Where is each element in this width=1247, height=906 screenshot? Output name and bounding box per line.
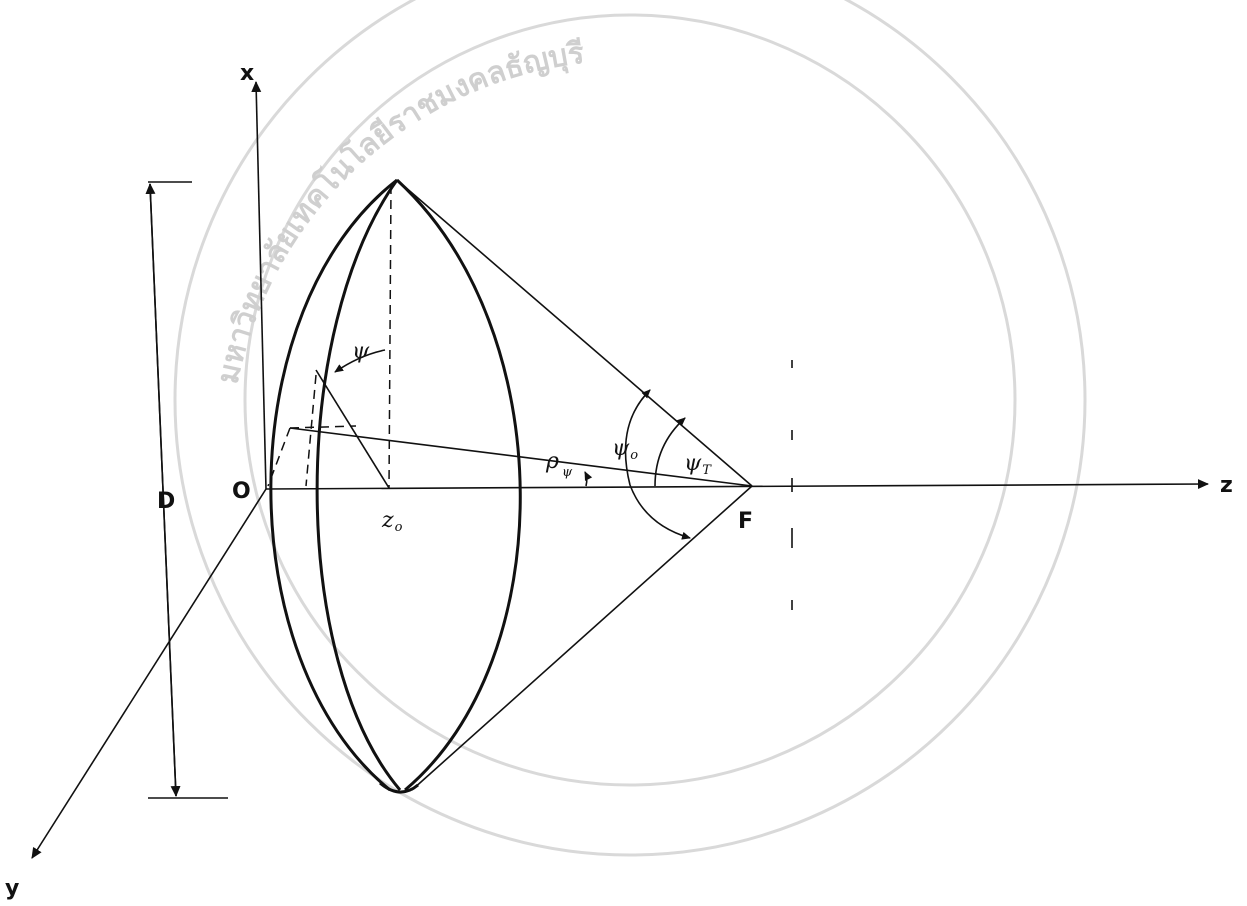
- psi0-label: ψo: [612, 436, 638, 463]
- focus-label: F: [738, 509, 753, 534]
- psi0-angle-arc-lower: [629, 484, 691, 540]
- x-axis: [251, 81, 267, 490]
- psiT-label: ψT: [684, 451, 712, 478]
- z0-label: zo: [381, 508, 403, 535]
- y-axis: [31, 488, 267, 859]
- psi0-angle-arc-upper: [624, 389, 651, 486]
- diameter-line-reverse: [149, 183, 181, 797]
- lens-left-outer-arc: [269, 178, 398, 792]
- seal-text: มหาวิทยาลัยเทคโนโลยีราชมงคลธัญบุรี: [211, 36, 587, 387]
- dashed-chord: [305, 374, 317, 487]
- cone-lower-edge: [411, 485, 753, 791]
- diameter-label: D: [157, 489, 175, 514]
- ray-rho-psi: [289, 427, 753, 487]
- psiT-angle-arc: [654, 417, 686, 487]
- psi-label: ψ: [352, 339, 370, 364]
- seal-inner-ring: [243, 13, 1017, 787]
- psi-angle-arc: [334, 349, 386, 373]
- lens-left-inner-arc: [315, 179, 402, 791]
- x-axis-label: x: [240, 61, 254, 86]
- dashed-horizontal: [289, 425, 357, 429]
- origin-label: O: [232, 479, 251, 504]
- y-axis-label: y: [5, 876, 19, 901]
- small-psi-arc: [584, 471, 593, 487]
- z-axis: [265, 479, 1209, 490]
- lens: [269, 178, 522, 794]
- lens-right-arc: [395, 178, 522, 792]
- seal-outer-ring: [173, 0, 1087, 857]
- z-axis-label: z: [1220, 473, 1233, 498]
- z0-vertical-dashed: [388, 184, 392, 489]
- radius-line: [315, 369, 390, 489]
- dashed-diagonal: [267, 427, 291, 487]
- cone-upper-edge: [396, 179, 753, 487]
